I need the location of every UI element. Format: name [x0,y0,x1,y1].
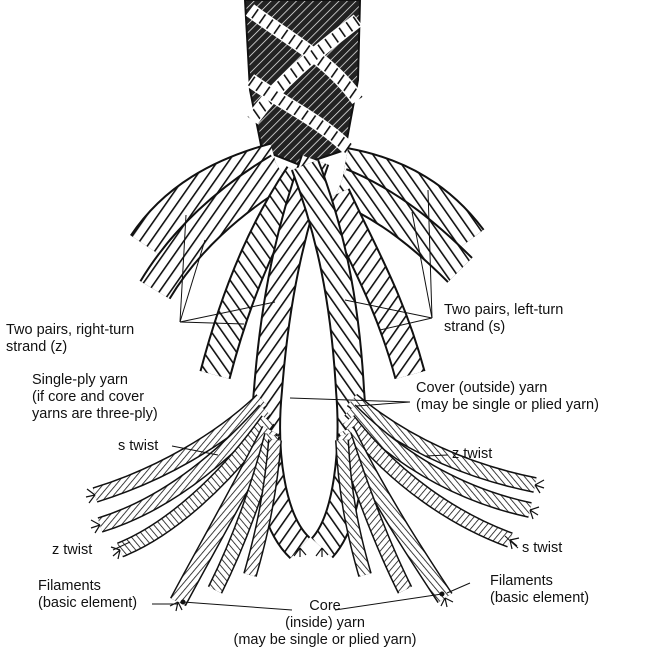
label-core-yarn: Core (inside) yarn (may be single or pli… [206,598,444,649]
braided-rope-body [245,0,360,165]
label-z-twist-left: z twist [52,542,92,559]
label-left-turn-strand: Two pairs, left-turn strand (s) [444,302,563,336]
label-filaments-left: Filaments (basic element) [38,578,137,612]
label-right-turn-strand: Two pairs, right-turn strand (z) [6,322,134,356]
label-s-twist-right: s twist [522,540,562,557]
label-z-twist-right: z twist [452,446,492,463]
label-cover-yarn: Cover (outside) yarn (may be single or p… [416,380,599,414]
label-s-twist-left: s twist [118,438,158,455]
right-yarn-fan [342,400,535,598]
left-yarn-fan [95,400,275,602]
label-filaments-right: Filaments (basic element) [490,573,589,607]
label-single-ply-yarn: Single-ply yarn (if core and cover yarns… [32,372,158,423]
